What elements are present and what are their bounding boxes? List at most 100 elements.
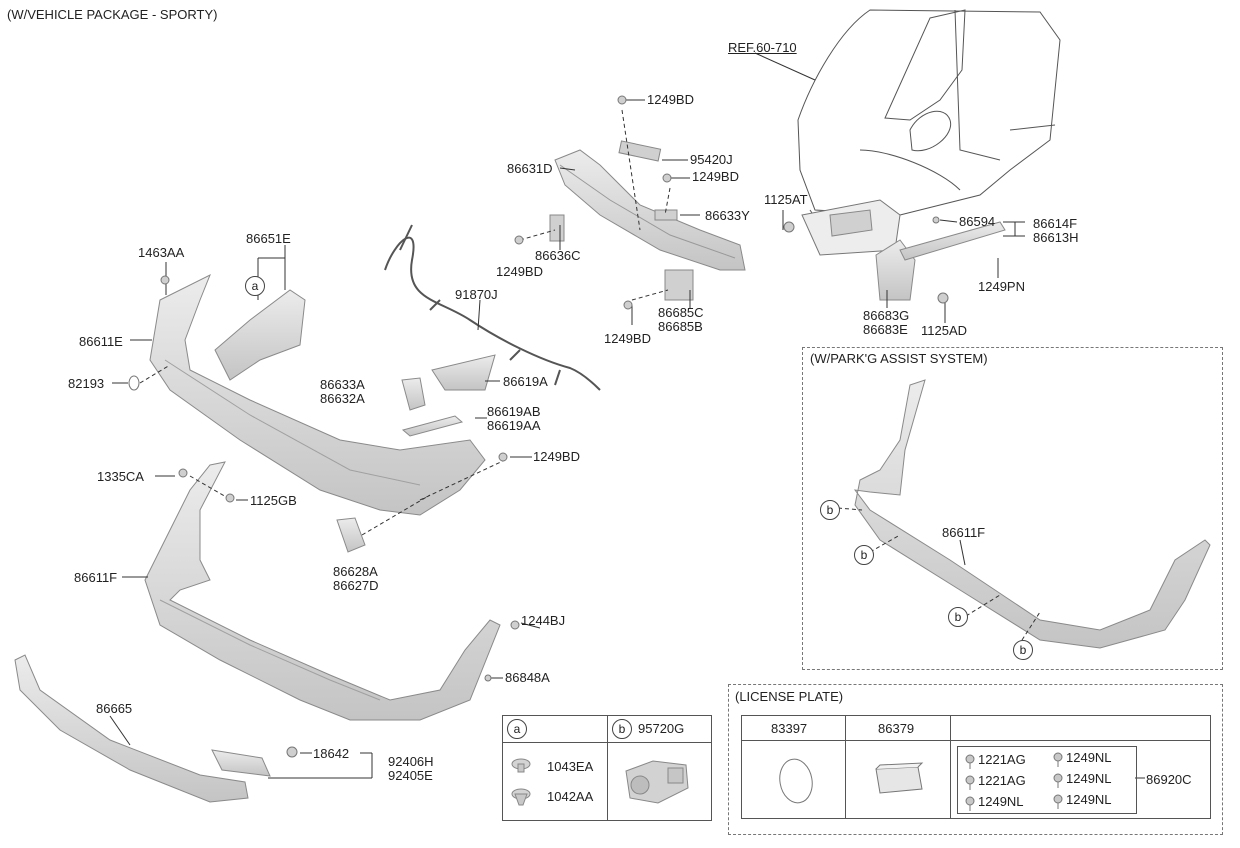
callout-b: b — [854, 545, 874, 565]
bracket-86628a — [336, 517, 366, 553]
part-label-86611f: 86611F — [74, 570, 118, 585]
part-label-1249bd: 1249BD — [692, 169, 739, 184]
callout-b: b — [1013, 640, 1033, 660]
plate-col-divider — [950, 716, 951, 818]
part-label-86685b: 86685B — [658, 319, 703, 334]
screw-icons — [965, 752, 1063, 811]
part-label-86619ab: 86619AB — [487, 404, 541, 419]
kit-item: 1249NL — [1066, 792, 1112, 807]
part-label-86683e: 86683E — [863, 322, 908, 337]
part-label-86594: 86594 — [959, 214, 996, 229]
legend-b-part: 95720G — [638, 721, 685, 736]
callout-b: b — [820, 500, 840, 520]
pad-icon — [875, 762, 924, 794]
legend-a-part-2: 1042AA — [547, 789, 594, 804]
part-label-86619a: 86619A — [503, 374, 548, 389]
side-bracket-86651e — [214, 289, 306, 381]
bracket-86685c — [664, 269, 694, 301]
part-label-1125at: 1125AT — [764, 192, 808, 207]
callout-a: a — [507, 719, 527, 739]
part-label-86611e: 86611E — [79, 334, 123, 349]
part-label-86633y: 86633Y — [705, 208, 750, 223]
part-label-86627d: 86627D — [333, 578, 379, 593]
part-label-86683g: 86683G — [863, 308, 910, 323]
callout-b: b — [948, 607, 968, 627]
leader-lines — [109, 52, 1145, 779]
part-label-86651e: 86651E — [246, 231, 291, 246]
park-section-heading: (W/PARK'G ASSIST SYSTEM) — [810, 351, 988, 366]
legend-a-part-1: 1043EA — [547, 759, 594, 774]
license-plate-section — [728, 684, 1223, 835]
part-label-95420j: 95420J — [690, 152, 733, 167]
callout-b: b — [612, 719, 632, 739]
plate-col-divider — [845, 716, 846, 818]
trim-92406h — [211, 749, 271, 777]
legend-b-header: b 95720G — [608, 716, 711, 743]
grommet-icon — [779, 758, 813, 804]
panel-86633a — [401, 377, 426, 411]
part-label-1125gb: 1125GB — [250, 493, 297, 508]
skid-plate-86665 — [14, 654, 249, 803]
part-label-1244bj: 1244BJ — [521, 613, 566, 628]
part-label-86685c: 86685C — [658, 305, 704, 320]
panel-86619a — [431, 354, 496, 391]
rear-bumper-beam — [554, 149, 746, 271]
part-label-18642: 18642 — [313, 746, 350, 761]
part-label-86628a: 86628A — [333, 564, 378, 579]
kit-item: 1221AG — [978, 773, 1026, 788]
part-label-86611f-park: 86611F — [942, 525, 986, 540]
part-label-1249bd: 1249BD — [647, 92, 694, 107]
part-label-86632a: 86632A — [320, 391, 365, 406]
fasteners — [128, 95, 949, 758]
part-label-86619aa: 86619AA — [487, 418, 541, 433]
part-label-1249pn: 1249PN — [978, 279, 1025, 294]
sensor-icon — [625, 760, 689, 804]
part-label-1463aa: 1463AA — [138, 245, 185, 260]
part-label-86633a: 86633A — [320, 377, 365, 392]
part-label-1125ad: 1125AD — [921, 323, 968, 338]
legend-divider — [607, 742, 608, 820]
part-label-ref: REF.60-710 — [728, 40, 797, 55]
part-label-92405e: 92405E — [388, 768, 433, 783]
part-label-82193: 82193 — [68, 376, 105, 391]
license-plate-table: 83397 86379 1221AG 1221AG 1249NL 1249NL … — [741, 715, 1211, 819]
wiring-harness — [384, 236, 601, 391]
plate-section-heading: (LICENSE PLATE) — [735, 689, 844, 704]
part-label-86613h: 86613H — [1033, 230, 1079, 245]
part-label-1249bd: 1249BD — [533, 449, 580, 464]
part-label-86665: 86665 — [96, 701, 133, 716]
plate-header-row — [742, 716, 1210, 741]
screw-kit-box: 1221AG 1221AG 1249NL 1249NL 1249NL 1249N… — [957, 746, 1137, 814]
callout-a: a — [245, 276, 265, 296]
part-label-86848a: 86848A — [505, 670, 550, 685]
part-label-1249bd: 1249BD — [604, 331, 651, 346]
kit-item: 1249NL — [1066, 750, 1112, 765]
part-label-86614f: 86614F — [1033, 216, 1078, 231]
legend-a-header: a — [503, 716, 608, 743]
clip-icons — [511, 758, 531, 806]
plate-kit-part: 86920C — [1146, 772, 1192, 787]
kit-item: 1221AG — [978, 752, 1026, 767]
part-label-86636c: 86636C — [535, 248, 581, 263]
bracket-86636c — [549, 214, 565, 242]
lower-bumper-86611f — [144, 461, 501, 721]
main-section-heading: (W/VEHICLE PACKAGE - SPORTY) — [7, 7, 218, 22]
part-label-91870j: 91870J — [455, 287, 498, 302]
strip-86619ab — [401, 415, 464, 437]
part-label-1249bd: 1249BD — [496, 264, 543, 279]
part-label-92406h: 92406H — [388, 754, 434, 769]
part-label-1335ca: 1335CA — [97, 469, 144, 484]
kit-item: 1249NL — [978, 794, 1024, 809]
kit-item: 1249NL — [1066, 771, 1112, 786]
part-label-86631d: 86631D — [507, 161, 553, 176]
plate-col1-part: 83397 — [771, 721, 808, 736]
vehicle-body-panel — [797, 9, 1061, 246]
legend-table: a b 95720G 1043EA 1042AA — [502, 715, 712, 821]
upper-bumper-cover — [149, 273, 486, 516]
bracket-95420j — [618, 140, 662, 162]
park-bumper-86611f — [853, 379, 1211, 649]
strip-86614f — [899, 221, 1006, 261]
park-assist-section — [802, 347, 1223, 670]
